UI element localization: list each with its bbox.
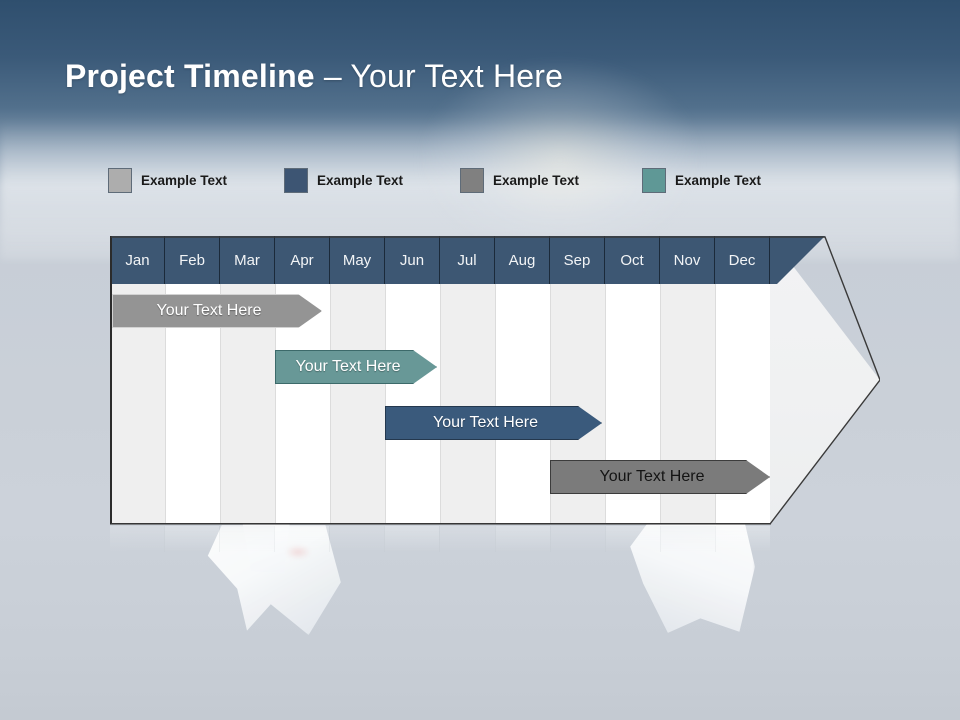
legend-item-3[interactable]: Example Text — [460, 168, 579, 193]
task-bar-label-1: Your Text Here — [156, 302, 262, 319]
reflection-column — [549, 526, 605, 552]
month-header-may[interactable]: May — [330, 236, 385, 284]
task-bar-label-4: Your Text Here — [599, 468, 705, 485]
timeline-frame-left — [110, 236, 112, 524]
month-header-mar[interactable]: Mar — [220, 236, 275, 284]
month-header-oct[interactable]: Oct — [605, 236, 660, 284]
timeline-column-jul — [440, 284, 495, 524]
month-header-jun[interactable]: Jun — [385, 236, 440, 284]
timeline-column-jun — [385, 284, 440, 524]
timeline-chart: Jan Feb Mar Apr May Jun Jul Aug Sep Oct … — [110, 236, 880, 524]
legend-item-4[interactable]: Example Text — [642, 168, 761, 193]
reflection-column — [494, 526, 550, 552]
month-header-aug[interactable]: Aug — [495, 236, 550, 284]
month-header-dec[interactable]: Dec — [715, 236, 770, 284]
page-title-dash: – — [314, 58, 351, 94]
month-header-nov[interactable]: Nov — [660, 236, 715, 284]
legend-label-2: Example Text — [317, 173, 404, 188]
page-title: Project Timeline – Your Text Here — [65, 58, 563, 95]
month-header-jan[interactable]: Jan — [110, 236, 165, 284]
page-title-strong: Project Timeline — [65, 58, 315, 94]
background-photo-accent — [285, 545, 311, 559]
reflection-column — [439, 526, 495, 552]
reflection-column — [164, 526, 220, 552]
page-title-light: Your Text Here — [350, 58, 564, 94]
task-bar-2[interactable]: Your Text Here — [275, 350, 437, 384]
task-bar-4[interactable]: Your Text Here — [550, 460, 770, 494]
sun-glow — [420, 60, 700, 260]
legend-label-4: Example Text — [675, 173, 762, 188]
task-bar-label-2: Your Text Here — [295, 358, 401, 375]
month-header-jul[interactable]: Jul — [440, 236, 495, 284]
legend-label-3: Example Text — [493, 173, 580, 188]
month-header-feb[interactable]: Feb — [165, 236, 220, 284]
timeline-column-aug — [495, 284, 550, 524]
reflection-column — [110, 526, 165, 552]
legend-item-2[interactable]: Example Text — [284, 168, 403, 193]
month-header-apr[interactable]: Apr — [275, 236, 330, 284]
reflection-column — [604, 526, 660, 552]
reflection-column — [714, 526, 770, 552]
legend-swatch-icon-3 — [460, 168, 484, 193]
timeline-column-may — [330, 284, 385, 524]
month-header-sep[interactable]: Sep — [550, 236, 605, 284]
legend: Example Text Example Text Example Text E… — [108, 168, 888, 196]
legend-swatch-icon-1 — [108, 168, 132, 193]
reflection-column — [219, 526, 275, 552]
task-bar-1[interactable]: Your Text Here — [112, 294, 322, 328]
reflection-column — [329, 526, 385, 552]
chart-reflection-edge — [110, 524, 771, 525]
legend-swatch-icon-2 — [284, 168, 308, 193]
timeline-month-headers: Jan Feb Mar Apr May Jun Jul Aug Sep Oct … — [110, 236, 770, 284]
legend-item-1[interactable]: Example Text — [108, 168, 227, 193]
legend-swatch-icon-4 — [642, 168, 666, 193]
reflection-column — [384, 526, 440, 552]
chart-reflection-columns — [110, 526, 770, 552]
legend-label-1: Example Text — [141, 173, 228, 188]
task-bar-3[interactable]: Your Text Here — [385, 406, 602, 440]
task-bar-label-3: Your Text Here — [433, 414, 538, 431]
reflection-column — [274, 526, 330, 552]
reflection-column — [659, 526, 715, 552]
